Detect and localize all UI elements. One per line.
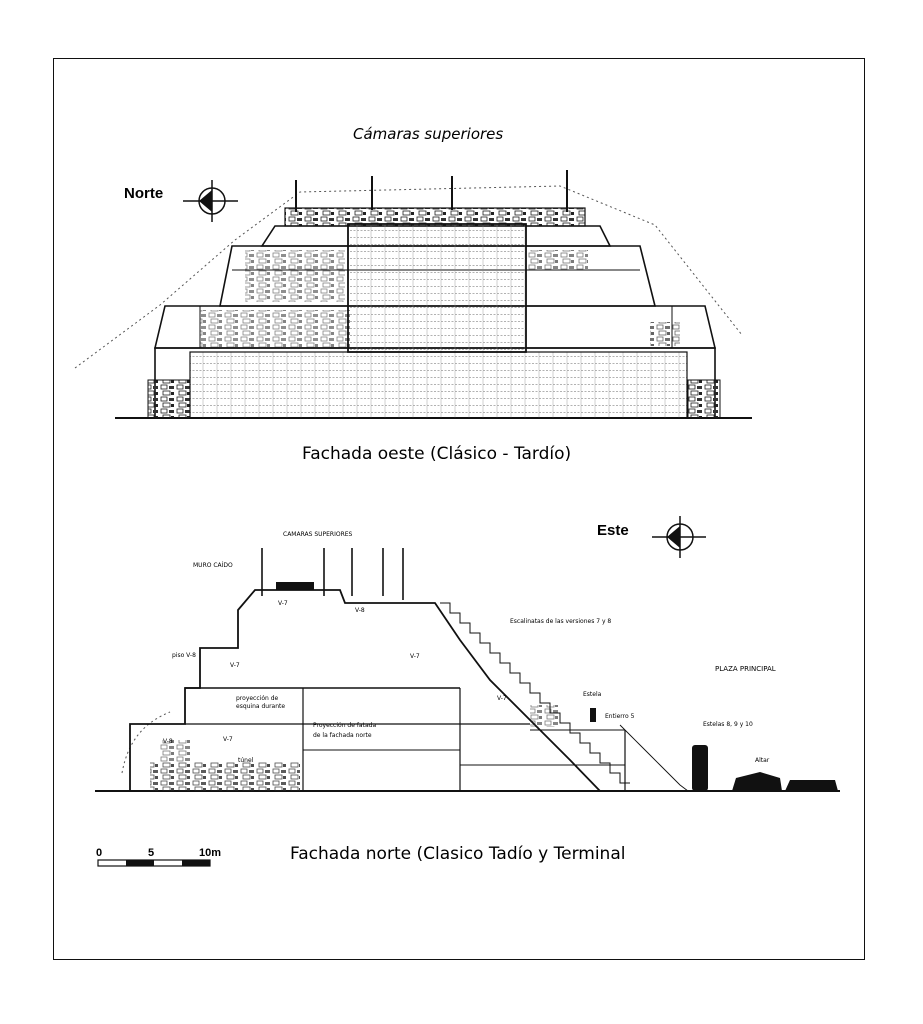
label-estela: Estela xyxy=(583,691,602,698)
label-v7-mid-right: V-7 xyxy=(410,653,420,660)
norte-label: Norte xyxy=(124,185,163,202)
label-proyeccion-esquina-2: esquina durante xyxy=(236,703,285,710)
label-altar: Altar xyxy=(755,757,770,764)
north-title: CAMARAS SUPERIORES xyxy=(283,531,353,538)
north-facade-elevation xyxy=(95,548,840,792)
compass-icon-este xyxy=(652,516,706,558)
scale-tick-5: 5 xyxy=(148,847,154,859)
label-v8-low: V-8 xyxy=(163,738,173,745)
label-v7-right: V-7 xyxy=(497,695,507,702)
north-caption: Fachada norte (Clasico Tadío y Terminal xyxy=(290,844,625,864)
label-piso-v8: piso V-8 xyxy=(172,652,196,659)
label-v7-low: V-7 xyxy=(223,736,233,743)
label-plaza: PLAZA PRINCIPAL xyxy=(715,665,776,673)
scale-bar xyxy=(97,859,211,867)
west-title: Cámaras superiores xyxy=(353,125,503,143)
compass-icon-norte xyxy=(183,180,238,222)
label-escalinatas: Escalinatas de las versiones 7 y 8 xyxy=(510,618,611,625)
label-entierro: Entierro 5 xyxy=(605,713,635,720)
label-v7-upper: V-7 xyxy=(278,600,288,607)
este-label: Este xyxy=(597,522,629,539)
label-muro-caido: MURO CAÍDO xyxy=(193,562,233,569)
west-facade-elevation xyxy=(74,170,752,419)
label-proyeccion-fachada-1: Proyección de fatada xyxy=(313,722,376,729)
west-caption: Fachada oeste (Clásico - Tardío) xyxy=(302,444,571,464)
scale-tick-0: 0 xyxy=(96,847,102,859)
label-v7-mid-left: V-7 xyxy=(230,662,240,669)
scale-tick-10m: 10m xyxy=(199,847,221,859)
label-estelas: Estelas 8, 9 y 10 xyxy=(703,721,753,728)
label-proyeccion-esquina-1: proyección de xyxy=(236,695,279,702)
drawing-frame xyxy=(53,58,865,960)
label-v8-top: V-8 xyxy=(355,607,365,614)
label-tunel: túnel xyxy=(238,757,254,764)
label-proyeccion-fachada-2: de la fachada norte xyxy=(313,732,372,739)
